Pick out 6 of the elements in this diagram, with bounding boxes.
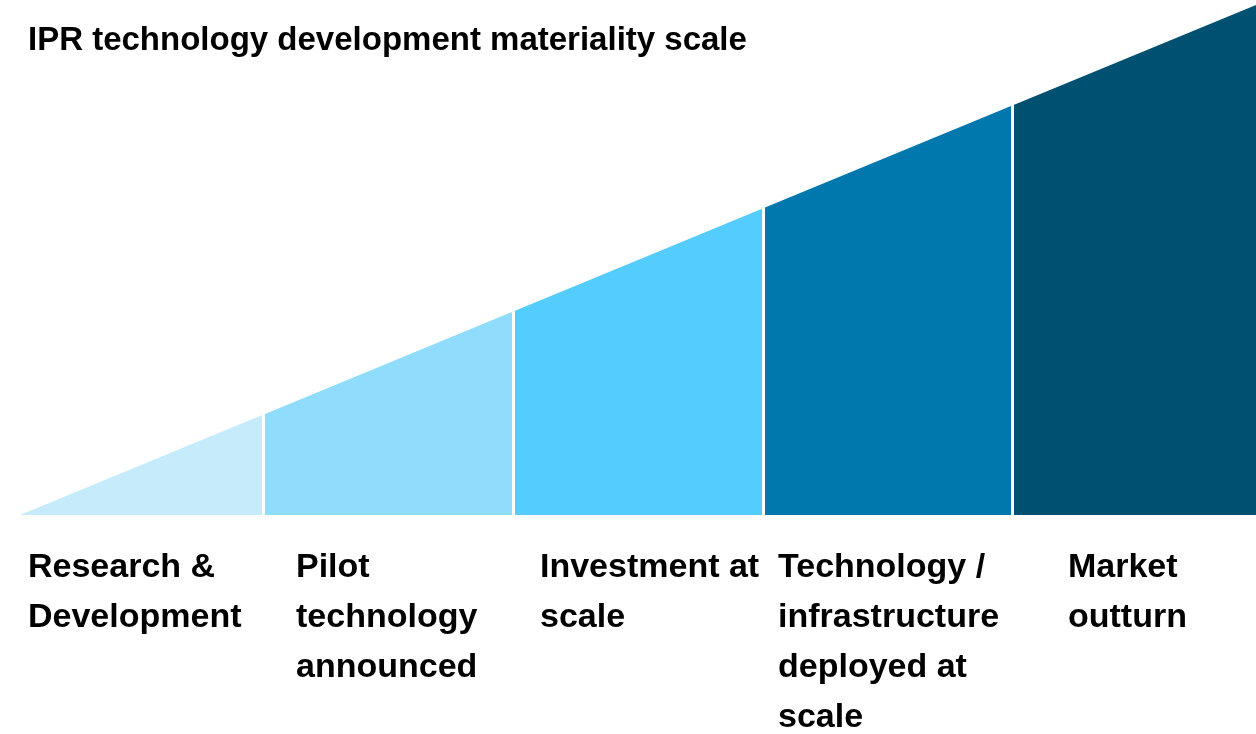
stage-label: Technology / infrastructure deployed at scale: [778, 545, 1001, 734]
stage-label: Research & Development: [28, 545, 243, 636]
stage-label: Pilot technology announced: [296, 545, 479, 686]
stage-label: Market outturn: [1068, 545, 1188, 636]
stage-label: Investment at scale: [540, 545, 761, 636]
diagram-title: IPR technology development materiality scale: [28, 20, 747, 58]
